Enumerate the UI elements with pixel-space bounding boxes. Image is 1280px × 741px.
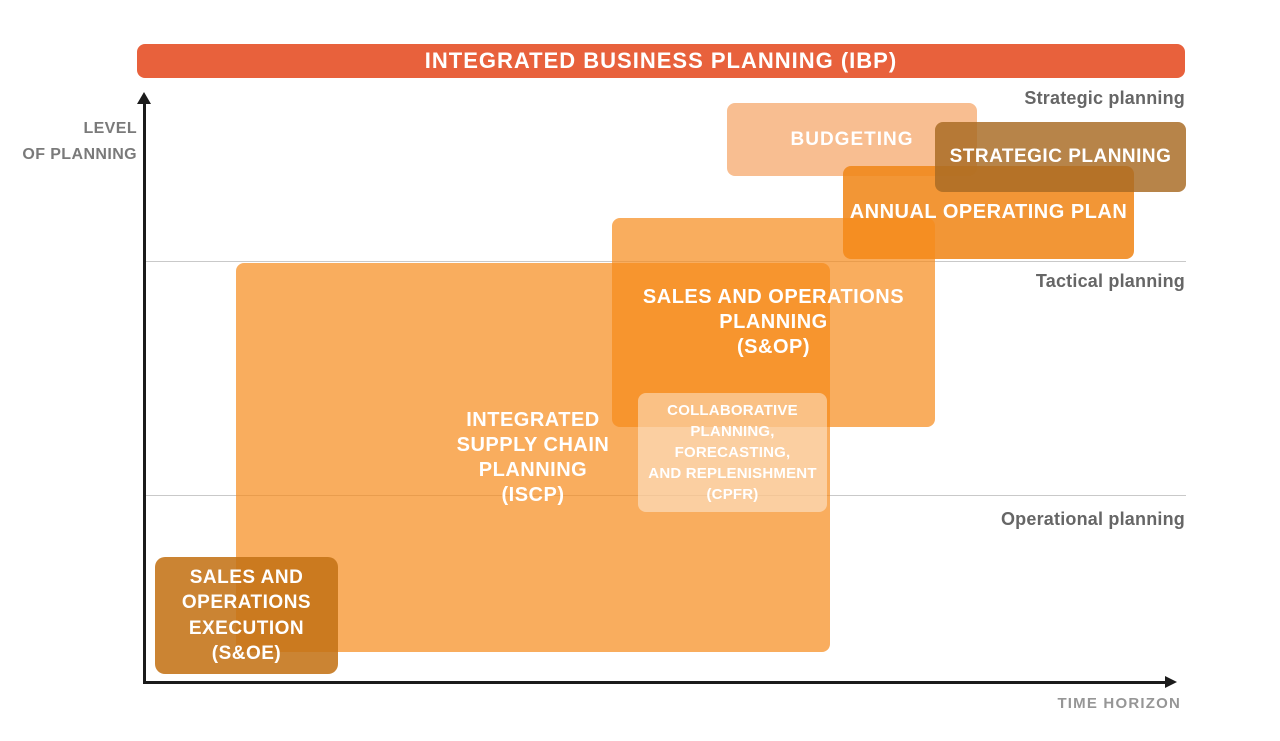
- box-strategic-planning: STRATEGIC PLANNING: [935, 122, 1186, 192]
- box-sop-label-line: PLANNING: [719, 311, 828, 333]
- box-cpfr-label-line: PLANNING,: [690, 423, 775, 440]
- box-iscp-label-line: INTEGRATED: [466, 408, 600, 431]
- y-axis-label: LEVEL OF PLANNING: [22, 116, 137, 168]
- box-cpfr-label-line: AND REPLENISHMENT: [648, 465, 817, 482]
- zone-label-strategic-planning: Strategic planning: [1024, 88, 1185, 108]
- x-axis-label: TIME HORIZON: [1057, 695, 1181, 712]
- zone-label-tactical-planning: Tactical planning: [1035, 271, 1185, 291]
- y-axis-line: [143, 101, 146, 683]
- box-sop-label-line: (S&OP): [737, 336, 810, 358]
- box-iscp-label-line: SUPPLY CHAIN: [456, 433, 610, 456]
- box-sales-and-operations-planning: SALES AND OPERATIONS PLANNING (S&OP): [612, 218, 935, 427]
- box-cpfr-label-line: FORECASTING,: [674, 444, 791, 461]
- box-cpfr-label-line: (CPFR): [706, 486, 759, 503]
- box-strategic-planning-label: STRATEGIC PLANNING: [949, 146, 1172, 167]
- box-sales-and-operations-execution: SALES AND OPERATIONS EXECUTION (S&OE): [155, 557, 338, 674]
- box-soe-label-line: OPERATIONS: [181, 592, 312, 613]
- box-budgeting-label: BUDGETING: [790, 128, 914, 150]
- box-iscp-label-line: PLANNING: [478, 458, 588, 481]
- ibp-banner: INTEGRATED BUSINESS PLANNING (IBP): [137, 44, 1185, 78]
- box-iscp-label-line: (ISCP): [501, 483, 565, 506]
- box-soe-label-line: EXECUTION: [188, 617, 305, 639]
- box-annual-operating-plan-label: ANNUAL OPERATING PLAN: [849, 201, 1128, 223]
- box-cpfr-label-line: COLLABORATIVE: [667, 402, 798, 419]
- zone-label-operational-planning: Operational planning: [1000, 509, 1185, 529]
- box-cpfr: COLLABORATIVE PLANNING, FORECASTING, AND…: [638, 393, 827, 512]
- x-axis-line: [143, 681, 1166, 684]
- x-axis-arrow-icon: [1165, 676, 1177, 688]
- box-soe-label-line: SALES AND: [189, 566, 304, 588]
- box-soe-label-line: (S&OE): [211, 643, 282, 664]
- y-axis-arrow-icon: [137, 92, 151, 104]
- y-axis-label-line1: LEVEL: [83, 120, 137, 137]
- y-axis-label-line2: OF PLANNING: [22, 146, 137, 163]
- ibp-banner-title: INTEGRATED BUSINESS PLANNING (IBP): [424, 48, 898, 73]
- box-sop-label-line: SALES AND OPERATIONS: [642, 286, 905, 308]
